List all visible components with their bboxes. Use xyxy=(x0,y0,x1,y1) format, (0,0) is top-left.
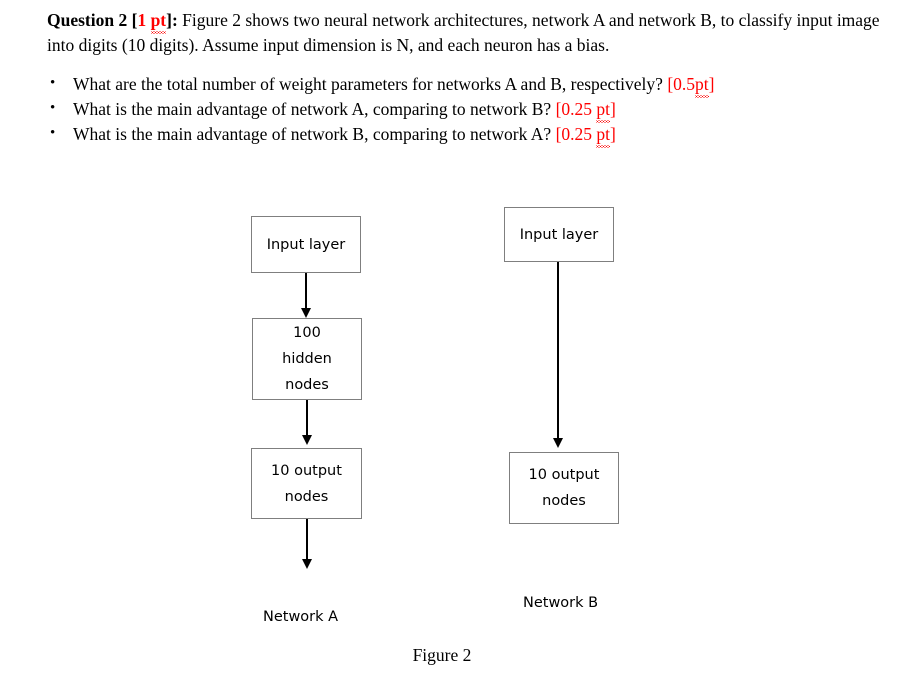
bullet-text: What is the main advantage of network A,… xyxy=(73,99,556,119)
bullet-text: What are the total number of weight para… xyxy=(73,74,668,94)
question-intro-paragraph: Question 2 [1 pt]: Figure 2 shows two ne… xyxy=(47,8,887,58)
network-b-output-label-1: 10 output xyxy=(528,467,600,483)
arrow-head-icon xyxy=(553,438,563,448)
network-a-hidden-layer-box: 100 hidden nodes xyxy=(252,318,362,400)
network-b-output-layer-box: 10 output nodes xyxy=(509,452,619,524)
network-a-input-layer-box: Input layer xyxy=(251,216,361,273)
network-a-hidden-count: 100 xyxy=(293,325,321,341)
bullet-points-open: [0.25 xyxy=(555,99,597,119)
question-text-block: Question 2 [1 pt]: Figure 2 shows two ne… xyxy=(47,8,887,58)
network-a-hidden-label-2: nodes xyxy=(285,377,329,393)
network-a-hidden-label-1: hidden xyxy=(282,351,332,367)
bullet-points-unit: pt xyxy=(596,97,610,123)
bullet-item-advantage-a: What is the main advantage of network A,… xyxy=(38,96,838,123)
question-body-text: Figure 2 shows two neural network archit… xyxy=(47,10,880,55)
arrow-shaft xyxy=(305,273,307,310)
bullet-text: What is the main advantage of network B,… xyxy=(73,124,556,144)
arrow-head-icon xyxy=(302,435,312,445)
bullet-item-advantage-b: What is the main advantage of network B,… xyxy=(38,121,838,148)
bullet-points-open: [0.25 xyxy=(555,124,597,144)
bullet-points-close: ] xyxy=(610,99,616,119)
network-a-input-layer-label: Input layer xyxy=(266,236,346,253)
network-b-input-layer-label: Input layer xyxy=(519,226,599,243)
bullet-points-unit: pt xyxy=(695,72,709,98)
network-b-caption: Network B xyxy=(523,595,599,611)
question-bracket-close: ] xyxy=(166,10,172,30)
arrow-shaft xyxy=(557,262,559,440)
bullet-item-weight-parameters: What are the total number of weight para… xyxy=(38,71,868,98)
figure-caption: Figure 2 xyxy=(412,645,472,665)
question-points-value: 1 xyxy=(137,10,147,30)
question-points-unit: pt xyxy=(150,8,166,34)
question-bullet-list: What are the total number of weight para… xyxy=(38,71,838,148)
network-a-output-layer-box: 10 output nodes xyxy=(251,448,362,519)
bullet-points-close: ] xyxy=(610,124,616,144)
arrow-head-icon xyxy=(301,308,311,318)
question-lead-colon: : xyxy=(171,10,178,30)
network-a-output-label-1: 10 output xyxy=(271,462,342,479)
bullet-points-close: ] xyxy=(708,74,715,94)
network-a-caption: Network A xyxy=(263,609,339,625)
bullet-points-unit: pt xyxy=(596,122,610,148)
network-a-output-label-2: nodes xyxy=(284,488,329,505)
arrow-shaft xyxy=(306,400,308,437)
bullet-points-open: [0.5 xyxy=(667,74,696,94)
arrow-head-icon xyxy=(302,559,312,569)
question-bracket-open: [ xyxy=(127,10,138,30)
network-b-output-label-2: nodes xyxy=(542,493,586,509)
arrow-shaft xyxy=(306,519,308,561)
question-lead-label: Question 2 xyxy=(47,10,128,30)
network-b-input-layer-box: Input layer xyxy=(504,207,614,262)
